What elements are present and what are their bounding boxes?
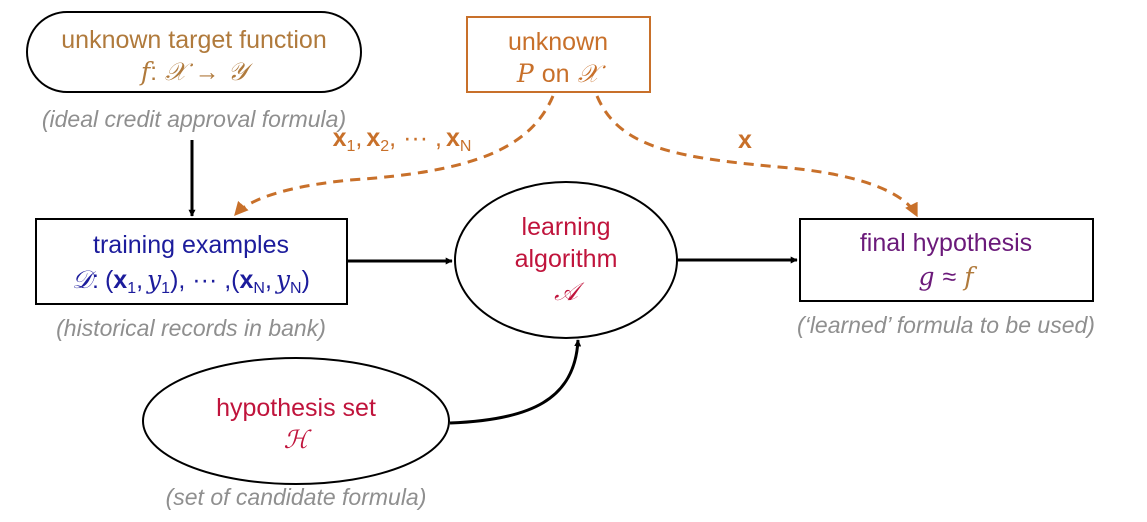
target-function-formula: f:𝒳→𝒴 [139,57,254,86]
final-hypothesis-formula: g≈f [918,262,977,291]
target-function-box [26,11,362,93]
distribution-box [466,16,651,93]
training-examples-label: training examples [93,231,289,259]
arrow-hypothesis-set-to-algorithm [449,339,582,425]
hypothesis-set-label: hypothesis set [216,394,376,422]
arrow-distribution-to-training [233,95,555,217]
samples-label: x1,x2, ··· ,xN [333,124,472,155]
learning-algorithm-ellipse [454,181,678,339]
learning-algorithm-line1: learning [522,213,611,241]
final-hypothesis-box [799,218,1094,302]
final-hypothesis-caption: (‘learned’ formula to be used) [797,312,1095,338]
training-examples-caption: (historical records in bank) [56,315,326,341]
hypothesis-set-symbol: ℋ [284,425,313,454]
test-point-label: x [738,126,752,154]
arrow-distribution-to-final [595,95,919,218]
training-examples-box [35,218,348,305]
target-function-label: unknown target function [61,26,326,54]
target-function-caption: (ideal credit approval formula) [42,106,346,132]
final-hypothesis-label: final hypothesis [860,229,1032,257]
learning-algorithm-line2: algorithm [515,245,618,273]
distribution-label: unknown [508,28,608,56]
hypothesis-set-ellipse [142,357,450,485]
training-examples-formula: 𝒟:(x1,y1), ··· ,(xN,yN) [72,265,310,297]
hypothesis-set-caption: (set of candidate formula) [166,484,427,510]
